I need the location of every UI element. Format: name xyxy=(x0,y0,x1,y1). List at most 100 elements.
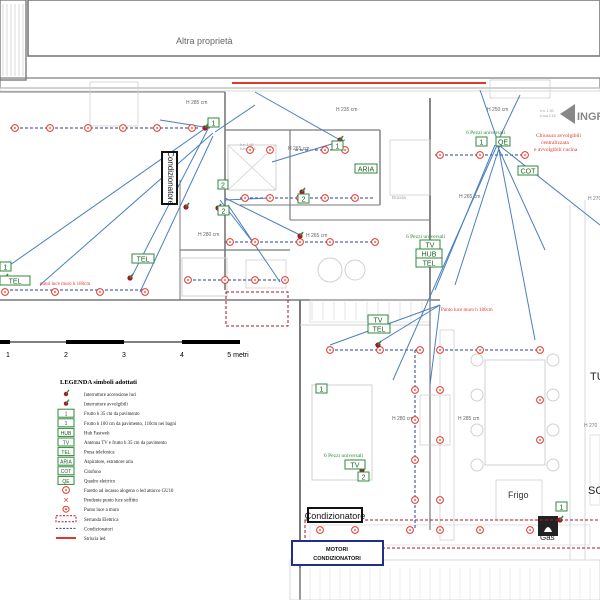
legend-box xyxy=(57,475,75,485)
chair xyxy=(470,353,484,367)
entrance-arrow-icon xyxy=(560,104,575,124)
room-height-label: H 265 cm xyxy=(459,194,480,200)
wire-line xyxy=(9,124,211,266)
scale-seg xyxy=(0,340,10,344)
legend-walllight-dot xyxy=(65,508,67,511)
spotlight-dot-icon xyxy=(187,279,189,281)
spotlight-dot-icon xyxy=(122,127,124,129)
toilet xyxy=(317,257,343,283)
legend-box xyxy=(57,447,75,457)
legend-box-label: ARIA xyxy=(60,460,72,466)
spotlight-dot-icon xyxy=(414,389,416,391)
legend-item-text: Interruttore accensione luci xyxy=(84,393,137,398)
spotlight-dot-icon xyxy=(49,127,51,129)
frigo-label: Frigo xyxy=(508,490,529,500)
spotlight-dot-icon xyxy=(324,149,326,151)
legend-item-text: Aspiratore, estrattore aria xyxy=(84,460,134,465)
aria-box-label: ARIA xyxy=(358,166,375,173)
note-shutters: Chiusura avvolgibili xyxy=(536,133,582,139)
motori-box xyxy=(291,540,384,566)
legend-item-text: Antenna TV e frutto h 35 cm da pavimento xyxy=(84,441,167,446)
socket-box xyxy=(0,261,12,272)
gas-flame-icon xyxy=(544,527,552,532)
spotlight-dot-icon xyxy=(414,419,416,421)
room-height-label: H 235 cm xyxy=(336,107,357,113)
shower-tray xyxy=(227,144,277,191)
spotlight-dot-icon xyxy=(249,149,251,151)
socket-box xyxy=(331,140,344,151)
legend-box-label: TV xyxy=(63,440,70,446)
spotlight-dot-icon xyxy=(539,399,541,401)
room-height-label: H 285 cm xyxy=(458,416,479,422)
closet-right xyxy=(439,329,455,541)
scale-tick-label: 2 xyxy=(64,352,68,359)
scale-tick-label: 4 xyxy=(180,352,184,359)
wire-line xyxy=(496,139,536,341)
room-height-label: H 265 cm xyxy=(288,146,309,152)
window-bay xyxy=(89,81,139,127)
socket-box-label: 1 xyxy=(560,504,564,511)
level-note: h.ma 2.15 xyxy=(540,114,556,118)
height-label: H 270 xyxy=(588,196,600,202)
room-height-label: H 280 cm xyxy=(198,232,219,238)
spotlight-dot-icon xyxy=(409,529,411,531)
chair xyxy=(470,423,484,437)
legend-item-text: Striscia led xyxy=(84,537,106,542)
legend-walllight-icon xyxy=(62,505,70,513)
spotlight-dot-icon xyxy=(479,154,481,156)
spotlight-dot-icon xyxy=(224,279,226,281)
qe-box-label: QE xyxy=(498,139,508,146)
spotlight-dot-icon xyxy=(539,439,541,441)
wire-line xyxy=(374,304,441,346)
spotlight-dot-icon xyxy=(419,349,421,351)
legend-box-label: HUB xyxy=(61,431,72,437)
spotlight-dot-icon xyxy=(144,291,146,293)
table xyxy=(484,359,546,466)
socket-box xyxy=(315,383,328,394)
bottom-counter xyxy=(309,524,591,546)
wire-line xyxy=(139,135,214,293)
spotlight-dot-icon xyxy=(324,197,326,199)
wall-piece xyxy=(589,434,600,506)
socket-box xyxy=(555,501,568,512)
cot-box xyxy=(517,165,539,176)
legend-pendant-icon: ✕ xyxy=(63,497,69,505)
legend-item-text: Frutto h 100 cm da pavimento, 110cm nei … xyxy=(84,422,177,427)
legend-box-label: QE xyxy=(62,479,70,485)
wire-line xyxy=(254,91,341,141)
spotlight-dot-icon xyxy=(156,127,158,129)
legend-item-text: Faretto ad incasso alogeno o led attacco… xyxy=(84,489,174,494)
height-label: H 270 xyxy=(584,423,598,429)
hub-box-label: HUB xyxy=(422,251,437,258)
socket-box-label: 1 xyxy=(320,386,324,393)
legend-switch-lever xyxy=(65,389,70,395)
spotlight-dot-icon xyxy=(374,241,376,243)
spotlight-dot-icon xyxy=(319,529,321,531)
wire-line xyxy=(224,197,301,236)
spotlight-dot-icon xyxy=(54,291,56,293)
socket-box-label: 2 xyxy=(362,474,366,481)
legend-item-text: Pendente punto luce soffitto xyxy=(84,499,138,504)
spotlight-dot-icon xyxy=(191,127,193,129)
neighbor-label: Altra proprietà xyxy=(176,36,233,46)
tv-box-label: TV xyxy=(351,462,360,469)
spotlight-dot-icon xyxy=(354,529,356,531)
spotlight-dot-icon xyxy=(539,349,541,351)
spotlight-dot-icon xyxy=(284,279,286,281)
tel-box-label: TEL xyxy=(137,256,150,263)
scale-tick-label: 5 metri xyxy=(227,352,249,359)
socket-box-label: 1 xyxy=(336,143,340,150)
tv-box-label: TV xyxy=(426,242,435,249)
conditioner-box xyxy=(161,151,178,205)
tv-box xyxy=(344,459,366,470)
legend-box xyxy=(57,466,75,476)
tel-box-label: TEL xyxy=(9,278,22,285)
spotlight-dot-icon xyxy=(379,349,381,351)
spotlight-dot-icon xyxy=(439,529,441,531)
chair xyxy=(546,423,560,437)
spotlight-dot-icon xyxy=(244,197,246,199)
note-shutters: e avvolgibili cucina xyxy=(534,147,578,153)
shower xyxy=(389,139,431,196)
motori-label: MOTORI xyxy=(326,547,348,553)
spotlight-dot-icon xyxy=(65,489,67,491)
